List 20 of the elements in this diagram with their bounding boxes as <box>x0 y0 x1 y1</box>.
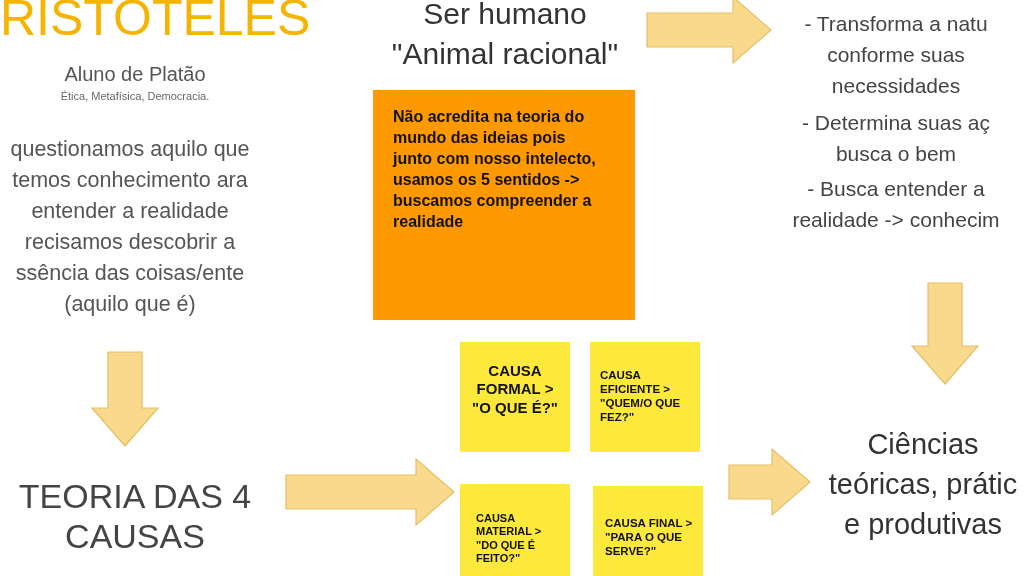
note-card: Não acredita na teoria do mundo das ideias pois junto com nosso intelecto, usamos os 5 sentidos -> buscamos compreender a realidade <box>373 90 635 320</box>
bullet-text: - Determina suas aç busca o bem <box>801 110 991 167</box>
heading-text: Ser humano "Animal racional" <box>390 0 620 72</box>
sticky-note: CAUSA FINAL > "PARA O QUE SERVE?" <box>593 486 703 576</box>
topics-text: Ética, Metafísica, Democracia. <box>59 89 211 104</box>
sticky-note: CAUSA EFICIENTE > "QUEM/O QUE FEZ?" <box>590 342 700 452</box>
block-arrow <box>90 351 160 447</box>
title: RISTOTELES <box>0 0 311 48</box>
heading-text: TEORIA DAS 4 CAUSAS <box>17 476 253 556</box>
bullet-text: - Busca entender a realidade -> conhecim <box>791 176 1001 233</box>
subtitle: Aluno de Platão <box>63 62 207 87</box>
block-arrow <box>910 282 980 385</box>
heading-text: Ciências teóricas, prátic e produtivas <box>827 427 1019 542</box>
sticky-note: CAUSA FORMAL > "O QUE É?" <box>460 342 570 452</box>
block-arrow <box>285 457 455 527</box>
sticky-note: CAUSA MATERIAL > "DO QUE É FEITO?" <box>460 484 570 576</box>
block-arrow <box>728 447 811 517</box>
bullet-text: - Transforma a natu conforme suas necessidades <box>803 11 989 99</box>
block-arrow <box>646 0 772 65</box>
paragraph-text: questionamos aquilo que temos conhecimento ara entender a realidade recisamos descobrir a ssência das coisas/ente (aquilo que é) <box>9 136 251 318</box>
